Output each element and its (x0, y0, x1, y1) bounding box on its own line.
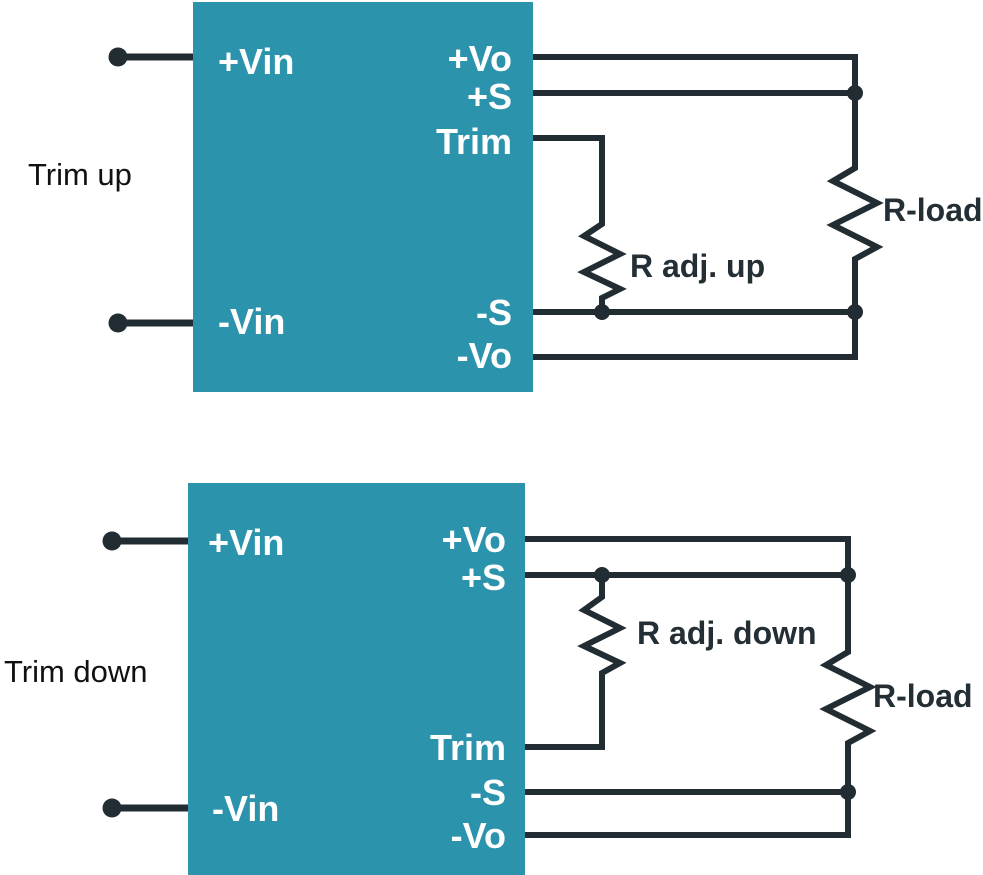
junction-dot (594, 304, 610, 320)
pin-label-trim: Trim (430, 727, 506, 768)
converter-module-box (193, 2, 533, 392)
trim-down-diagram: Trim down +Vin -Vin +Vo +S Trim (4, 483, 973, 875)
pin-label-s-plus: +S (467, 76, 512, 117)
pin-label-s-plus: +S (461, 557, 506, 598)
trim-branch-with-radj-up-resistor (533, 135, 627, 312)
pin-label-trim: Trim (436, 121, 512, 162)
pin-label-vo-minus: -Vo (457, 335, 512, 376)
vin-plus-terminal-dot (108, 47, 128, 67)
radj-up-label: R adj. up (630, 248, 765, 284)
trim-branch-with-radj-down-resistor (525, 575, 627, 750)
converter-module-box (188, 483, 525, 875)
junction-dot (840, 567, 856, 583)
pin-label-vin-minus: -Vin (212, 788, 279, 829)
pin-label-vo-minus: -Vo (451, 815, 506, 856)
rload-label: R-load (873, 678, 973, 714)
pin-label-vin-plus: +Vin (208, 522, 284, 563)
vin-plus-terminal-dot (102, 531, 122, 551)
rload-label: R-load (883, 192, 983, 228)
pin-label-s-minus: -S (470, 772, 506, 813)
vin-minus-terminal-dot (108, 313, 128, 333)
junction-dot (594, 567, 610, 583)
vin-minus-terminal-dot (102, 798, 122, 818)
pin-label-vo-plus: +Vo (442, 519, 506, 560)
trim-up-diagram: Trim up +Vin -Vin +Vo +S Trim (28, 2, 983, 392)
junction-dot (847, 304, 863, 320)
pin-label-vin-plus: +Vin (218, 41, 294, 82)
trim-down-caption: Trim down (4, 654, 148, 689)
pin-label-vo-plus: +Vo (448, 38, 512, 79)
junction-dot (840, 784, 856, 800)
pin-label-vin-minus: -Vin (218, 301, 285, 342)
junction-dot (847, 85, 863, 101)
trim-up-caption: Trim up (28, 157, 132, 192)
radj-down-label: R adj. down (637, 615, 817, 651)
pin-label-s-minus: -S (476, 292, 512, 333)
